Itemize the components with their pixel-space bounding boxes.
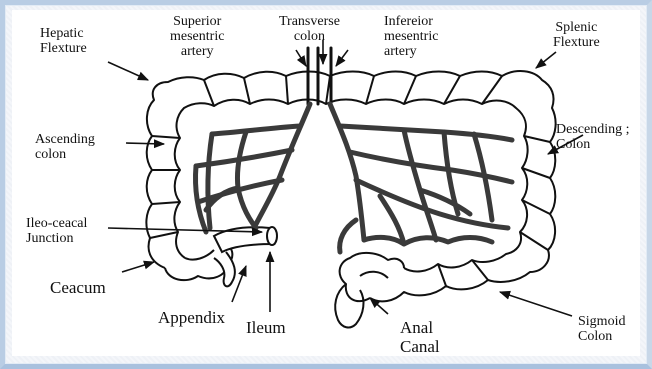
label-ascending-colon: Ascending colon — [35, 132, 95, 162]
label-ceacum: Ceacum — [50, 278, 106, 297]
label-sigmoid-colon: Sigmoid Colon — [578, 314, 625, 344]
leader-lines — [108, 40, 583, 316]
label-inferior-mesentric-artery: Infereior mesentric artery — [384, 14, 438, 59]
label-transverse-colon: Transverse colon — [279, 14, 340, 44]
label-anal-canal: Anal Canal — [400, 318, 440, 356]
label-splenic-flexture: Splenic Flexture — [553, 20, 600, 50]
label-appendix: Appendix — [158, 308, 225, 327]
label-ileum: Ileum — [246, 318, 286, 337]
label-ileo-ceacal-junction: Ileo-ceacal Junction — [26, 216, 87, 246]
label-descending-colon: Descending ; Colon — [556, 122, 629, 152]
label-superior-mesentric-artery: Superior mesentric artery — [170, 14, 224, 59]
label-hepatic-flexture: Hepatic Flexture — [40, 26, 87, 56]
